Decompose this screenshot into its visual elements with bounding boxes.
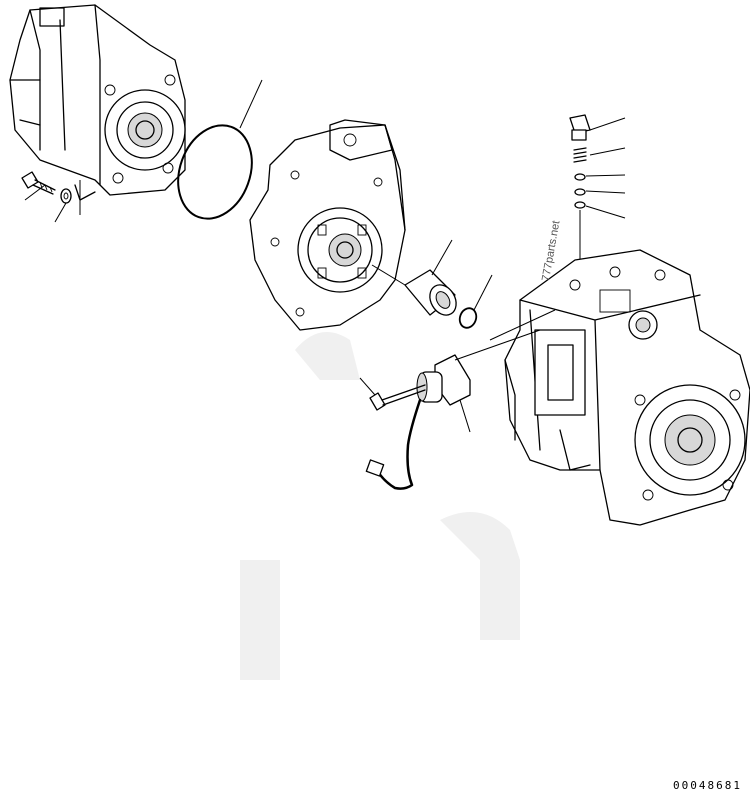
leader-lines-left — [24, 180, 81, 223]
coupling-sleeve — [371, 239, 457, 316]
solenoid-bolt — [359, 377, 426, 411]
spring — [573, 147, 626, 163]
harness-connector — [365, 398, 422, 490]
main-piston-pump — [504, 249, 750, 526]
washer — [60, 188, 72, 204]
watermark-graphic — [240, 332, 520, 680]
document-number: 00048681 — [673, 779, 742, 792]
small-o-ring — [458, 274, 493, 329]
o-ring-upper — [574, 188, 626, 196]
o-ring-large — [177, 79, 263, 220]
pump-cover-plate — [249, 119, 406, 331]
gear-pump — [9, 4, 186, 201]
leader-line — [489, 309, 556, 341]
mounting-bolt — [21, 171, 56, 195]
plug — [569, 114, 626, 141]
solenoid-valve — [416, 329, 541, 433]
plug-o-ring — [574, 173, 626, 181]
